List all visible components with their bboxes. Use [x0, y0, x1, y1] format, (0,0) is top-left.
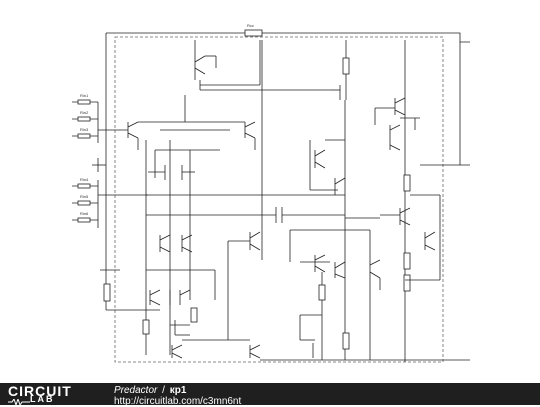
- label-top-resistor: Rcc: [247, 23, 254, 28]
- label-in1: Rin1: [80, 93, 89, 98]
- logo-wire-icon: [8, 399, 30, 405]
- circuit-title[interactable]: кр1: [169, 385, 187, 396]
- meta-separator: /: [162, 385, 165, 396]
- schematic-canvas[interactable]: Rcc Rin1 Rin2 Rin3 Rin4 Rin5 Rin6: [0, 0, 540, 383]
- label-in4: Rin4: [80, 177, 89, 182]
- circuit-schematic: Rcc Rin1 Rin2 Rin3 Rin4 Rin5 Rin6: [72, 23, 470, 363]
- top-resistor: [244, 29, 263, 37]
- footer-bar: CIRCUIT LAB Predactor / кр1 http://circu…: [0, 383, 540, 407]
- logo-text-top: CIRCUIT: [8, 383, 72, 399]
- top-mirror: [194, 40, 330, 260]
- input-resistors: [72, 99, 148, 228]
- label-in5: Rin5: [80, 194, 89, 199]
- circuitlab-logo[interactable]: CIRCUIT LAB: [8, 383, 92, 405]
- author-name[interactable]: Predactor: [114, 385, 158, 396]
- left-resistor: [103, 283, 111, 302]
- label-in2: Rin2: [80, 110, 89, 115]
- circuit-meta: Predactor / кр1 http://circuitlab.com/c3…: [114, 385, 241, 407]
- circuit-url-link[interactable]: http://circuitlab.com/c3mn6nt: [114, 396, 242, 407]
- input-stage: [127, 95, 256, 180]
- label-in6: Rin6: [80, 211, 89, 216]
- ic-boundary: [114, 36, 444, 363]
- top-wire-right: [262, 32, 470, 43]
- label-in3: Rin3: [80, 127, 89, 132]
- logo-text-bottom: LAB: [30, 394, 55, 404]
